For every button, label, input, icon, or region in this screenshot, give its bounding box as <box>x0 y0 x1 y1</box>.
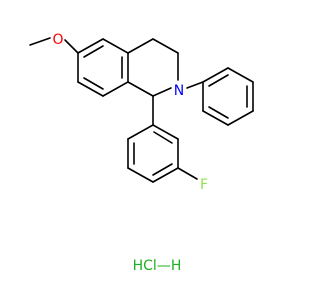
bond-layer <box>29 37 254 183</box>
bond-c1-c8a <box>127 81 154 97</box>
bond-fp1-inner <box>153 131 173 144</box>
bond-ar2 <box>102 38 129 54</box>
bond-n-c1 <box>152 87 172 97</box>
bond-ar5-inner <box>83 77 104 90</box>
bond-ar5 <box>77 81 104 97</box>
bond-ph5-inner <box>208 106 229 119</box>
bond-ph1 <box>202 67 229 83</box>
bond-ph2 <box>227 67 254 83</box>
bond-fp4 <box>127 167 154 183</box>
structure-diagram: O N F HCl—H <box>29 32 254 274</box>
atom-fluorine-label: F <box>200 177 208 193</box>
bond-ar4 <box>102 81 129 97</box>
bond-fp1 <box>152 124 179 140</box>
bond-ar1-inner <box>83 45 104 58</box>
bond-fp3 <box>152 167 179 183</box>
hcl-salt-label: HCl—H <box>133 258 182 274</box>
bond-fp6 <box>127 124 154 140</box>
bond-c3-c2 <box>152 38 179 54</box>
bond-ph5 <box>202 110 229 126</box>
molecule-canvas: O N F HCl—H <box>29 32 254 274</box>
bond-ph4 <box>227 110 254 126</box>
bond-ar1 <box>77 38 104 54</box>
bond-methyl-o <box>29 37 51 46</box>
atom-oxygen-label: O <box>52 32 63 48</box>
atom-nitrogen-label: N <box>174 83 184 99</box>
bond-n-phenyl <box>186 81 204 89</box>
bond-c-f <box>177 167 198 180</box>
bond-ph1-inner <box>208 74 229 87</box>
bond-c4-c3 <box>127 38 154 54</box>
bond-fp3-inner <box>152 163 173 176</box>
bond-o-aromatic <box>64 39 79 54</box>
